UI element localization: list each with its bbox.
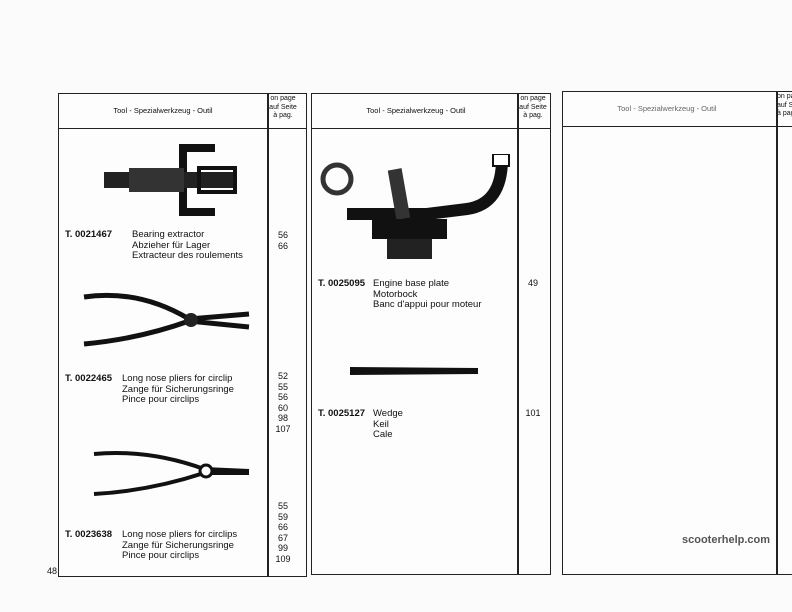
circlip-pliers-icon: [83, 292, 250, 347]
page-number: 48: [47, 566, 58, 576]
header-tool-label: Tool - Spezialwerkzeug - Outil: [366, 106, 466, 115]
bearing-extractor-icon: [104, 144, 237, 216]
circlip-pliers-long-icon: [93, 451, 250, 496]
watermark: scooterhelp.com: [682, 534, 771, 546]
engine-base-plate-icon: [320, 154, 510, 259]
tool-code: T. 0023638: [65, 529, 113, 540]
tool-code: T. 0021467: [65, 229, 113, 240]
wedge-icon: [350, 367, 478, 375]
header-tool-label: Tool - Spezialwerkzeug - Outil: [113, 106, 213, 115]
tool-table-3: Tool - Spezialwerkzeug - Outil on pageau…: [562, 91, 792, 575]
tool-code: T. 0025127: [318, 408, 366, 419]
table-header: Tool - Spezialwerkzeug - Outil on pageau…: [563, 92, 792, 127]
header-tool-label: Tool - Spezialwerkzeug - Outil: [617, 104, 717, 113]
tool-code: T. 0025095: [318, 278, 366, 289]
page-refs: 49: [527, 278, 538, 288]
tool-code: T. 0022465: [65, 373, 113, 384]
page-refs: 101: [525, 408, 541, 418]
